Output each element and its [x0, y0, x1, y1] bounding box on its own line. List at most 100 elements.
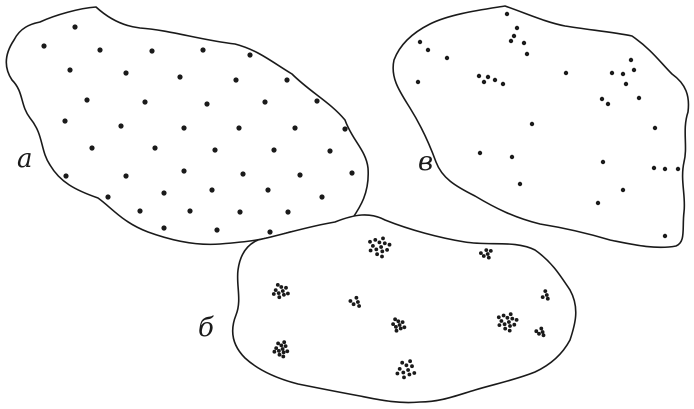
clumped-dot: [357, 304, 361, 308]
random-dot: [493, 78, 497, 82]
uniform-dot: [314, 98, 319, 103]
clumped-dot: [410, 364, 414, 368]
random-dot: [530, 122, 534, 126]
random-dot: [596, 201, 600, 205]
random-dot: [510, 155, 514, 159]
clumped-dot: [281, 347, 285, 351]
random-dot: [600, 97, 604, 101]
random-dot: [610, 71, 614, 75]
uniform-dot: [240, 171, 245, 176]
clumped-dot: [273, 350, 277, 354]
panel-random: в: [393, 6, 688, 247]
random-dot: [653, 126, 657, 130]
clumped-dot: [487, 256, 491, 260]
clumped-dot: [385, 248, 389, 252]
uniform-dot: [149, 48, 154, 53]
clumped-dot: [503, 327, 507, 331]
clumped-dot: [379, 245, 383, 249]
uniform-dot: [105, 194, 110, 199]
clumped-dot: [274, 346, 278, 350]
clumped-dot: [489, 249, 493, 253]
clumped-dot: [412, 371, 416, 375]
random-dot: [564, 71, 568, 75]
uniform-dot: [123, 70, 128, 75]
clumped-dot: [508, 324, 512, 328]
uniform-dot: [237, 209, 242, 214]
clumped-dot: [486, 252, 490, 256]
panel-uniform-outline: [6, 7, 368, 244]
clumped-dot: [497, 315, 501, 319]
uniform-dot: [236, 125, 241, 130]
clumped-dot: [393, 317, 397, 321]
clumped-dot: [484, 248, 488, 252]
clumped-dot: [352, 302, 356, 306]
uniform-dot: [41, 43, 46, 48]
clumped-dot: [396, 319, 400, 323]
clumped-dot: [510, 317, 514, 321]
uniform-dot: [62, 118, 67, 123]
clumped-dot: [509, 312, 513, 316]
random-dot: [515, 26, 519, 30]
random-dot: [621, 72, 625, 76]
panel-clumped-outline: [233, 215, 576, 403]
clumped-dot: [479, 251, 483, 255]
random-dot: [416, 80, 420, 84]
clumped-dot: [542, 333, 546, 337]
clumped-dot: [286, 292, 290, 296]
clumped-dot: [356, 300, 360, 304]
clumped-dot: [515, 318, 519, 322]
clumped-dot: [355, 296, 359, 300]
random-dot: [632, 68, 636, 72]
random-dot: [418, 40, 422, 44]
uniform-dot: [319, 194, 324, 199]
clumped-dot: [543, 289, 547, 293]
uniform-dot: [233, 77, 238, 82]
clumped-dot: [541, 330, 545, 334]
random-dot: [482, 80, 486, 84]
random-dot: [522, 41, 526, 45]
random-dot: [637, 96, 641, 100]
uniform-dot: [161, 190, 166, 195]
clumped-dot: [373, 238, 377, 242]
uniform-dot: [265, 187, 270, 192]
clumped-dot: [405, 363, 409, 367]
clumped-dot: [394, 325, 398, 329]
panel-clumped: б: [198, 215, 576, 403]
clumped-dot: [403, 325, 407, 329]
uniform-dot: [267, 229, 272, 234]
clumped-dot: [508, 329, 512, 333]
uniform-dot: [84, 97, 89, 102]
uniform-dot: [142, 99, 147, 104]
uniform-dot: [262, 99, 267, 104]
random-dot: [477, 74, 481, 78]
clumped-dot: [380, 250, 384, 254]
clumped-dot: [279, 344, 283, 348]
clumped-dot: [546, 297, 550, 301]
clumped-dot: [277, 291, 281, 295]
uniform-dot: [204, 101, 209, 106]
clumped-dot: [369, 249, 373, 253]
uniform-dot: [97, 47, 102, 52]
uniform-dot: [137, 208, 142, 213]
clumped-dot: [401, 320, 405, 324]
clumped-dot: [277, 295, 281, 299]
uniform-dot: [152, 145, 157, 150]
clumped-dot: [383, 241, 387, 245]
uniform-dot: [214, 227, 219, 232]
random-dot: [676, 167, 680, 171]
panel-random-label: в: [418, 147, 433, 177]
uniform-dot: [247, 52, 252, 57]
uniform-dot: [67, 67, 72, 72]
random-dot: [501, 82, 505, 86]
clumped-dot: [396, 372, 400, 376]
random-dot: [509, 39, 513, 43]
clumped-dot: [282, 293, 286, 297]
clumped-dot: [282, 340, 286, 344]
clumped-dot: [276, 342, 280, 346]
random-dot: [652, 166, 656, 170]
uniform-dot: [292, 125, 297, 130]
panel-random-outline: [393, 6, 688, 247]
clumped-dot: [507, 320, 511, 324]
clumped-dot: [272, 292, 276, 296]
uniform-dot: [89, 145, 94, 150]
